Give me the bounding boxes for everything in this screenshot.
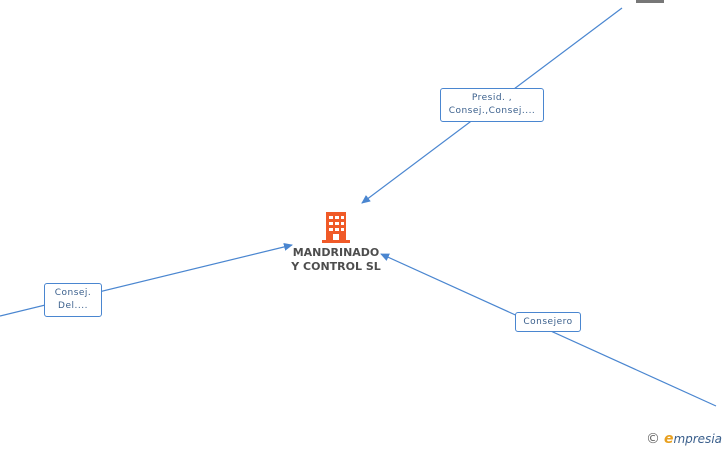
footer-brand[interactable]: ©empresia: [646, 431, 722, 447]
offscreen-node-edge: [636, 0, 664, 3]
brand-name: mpresia: [673, 432, 722, 446]
brand-initial: e: [663, 431, 674, 447]
edge-label-left-line1: Consej.: [54, 288, 92, 298]
company-name-line1: MANDRINADO: [292, 246, 380, 259]
edge-label-top-right-line1: Presid. ,: [471, 93, 513, 103]
copyright-icon: ©: [645, 431, 660, 447]
edge-label-top-right-line2: Consej.,Consej....: [448, 106, 536, 116]
edge-label-left-line2: Del....: [58, 301, 88, 311]
edge-label-bottom-right-line1: Consejero: [523, 317, 573, 327]
edge-label-left[interactable]: Consej. Del....: [44, 283, 102, 317]
company-node[interactable]: MANDRINADO Y CONTROL SL: [280, 210, 392, 274]
edge-label-top-right[interactable]: Presid. , Consej.,Consej....: [440, 88, 544, 122]
company-name-line2: Y CONTROL SL: [291, 260, 381, 273]
building-icon: [322, 212, 350, 243]
edge-label-bottom-right[interactable]: Consejero: [515, 312, 581, 332]
